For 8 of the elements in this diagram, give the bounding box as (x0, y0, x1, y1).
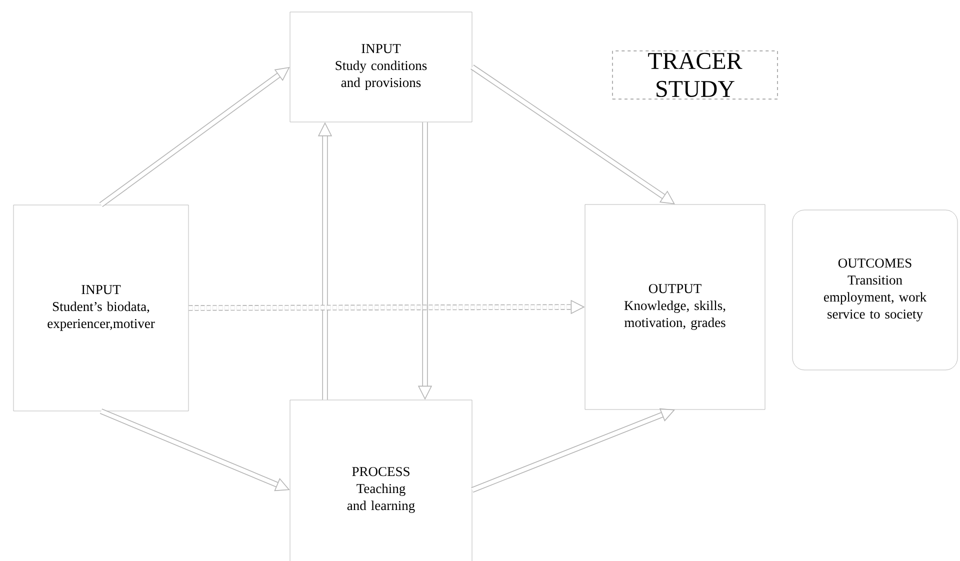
outcome-box: OUTCOMES Transition employment, work service to society (792, 210, 958, 370)
process-box: OUTPUT Knowledge, skills, motivation, grades (584, 204, 766, 410)
title-box: TRACER STUDY (612, 50, 778, 100)
process-box: INPUT Student’s biodata, experiencer,motiver (13, 204, 189, 412)
process-box: PROCESS Teaching and learning (290, 400, 472, 561)
process-box: INPUT Study conditions and provisions (290, 12, 472, 122)
arrow (471, 408, 675, 493)
arrow (470, 64, 675, 204)
